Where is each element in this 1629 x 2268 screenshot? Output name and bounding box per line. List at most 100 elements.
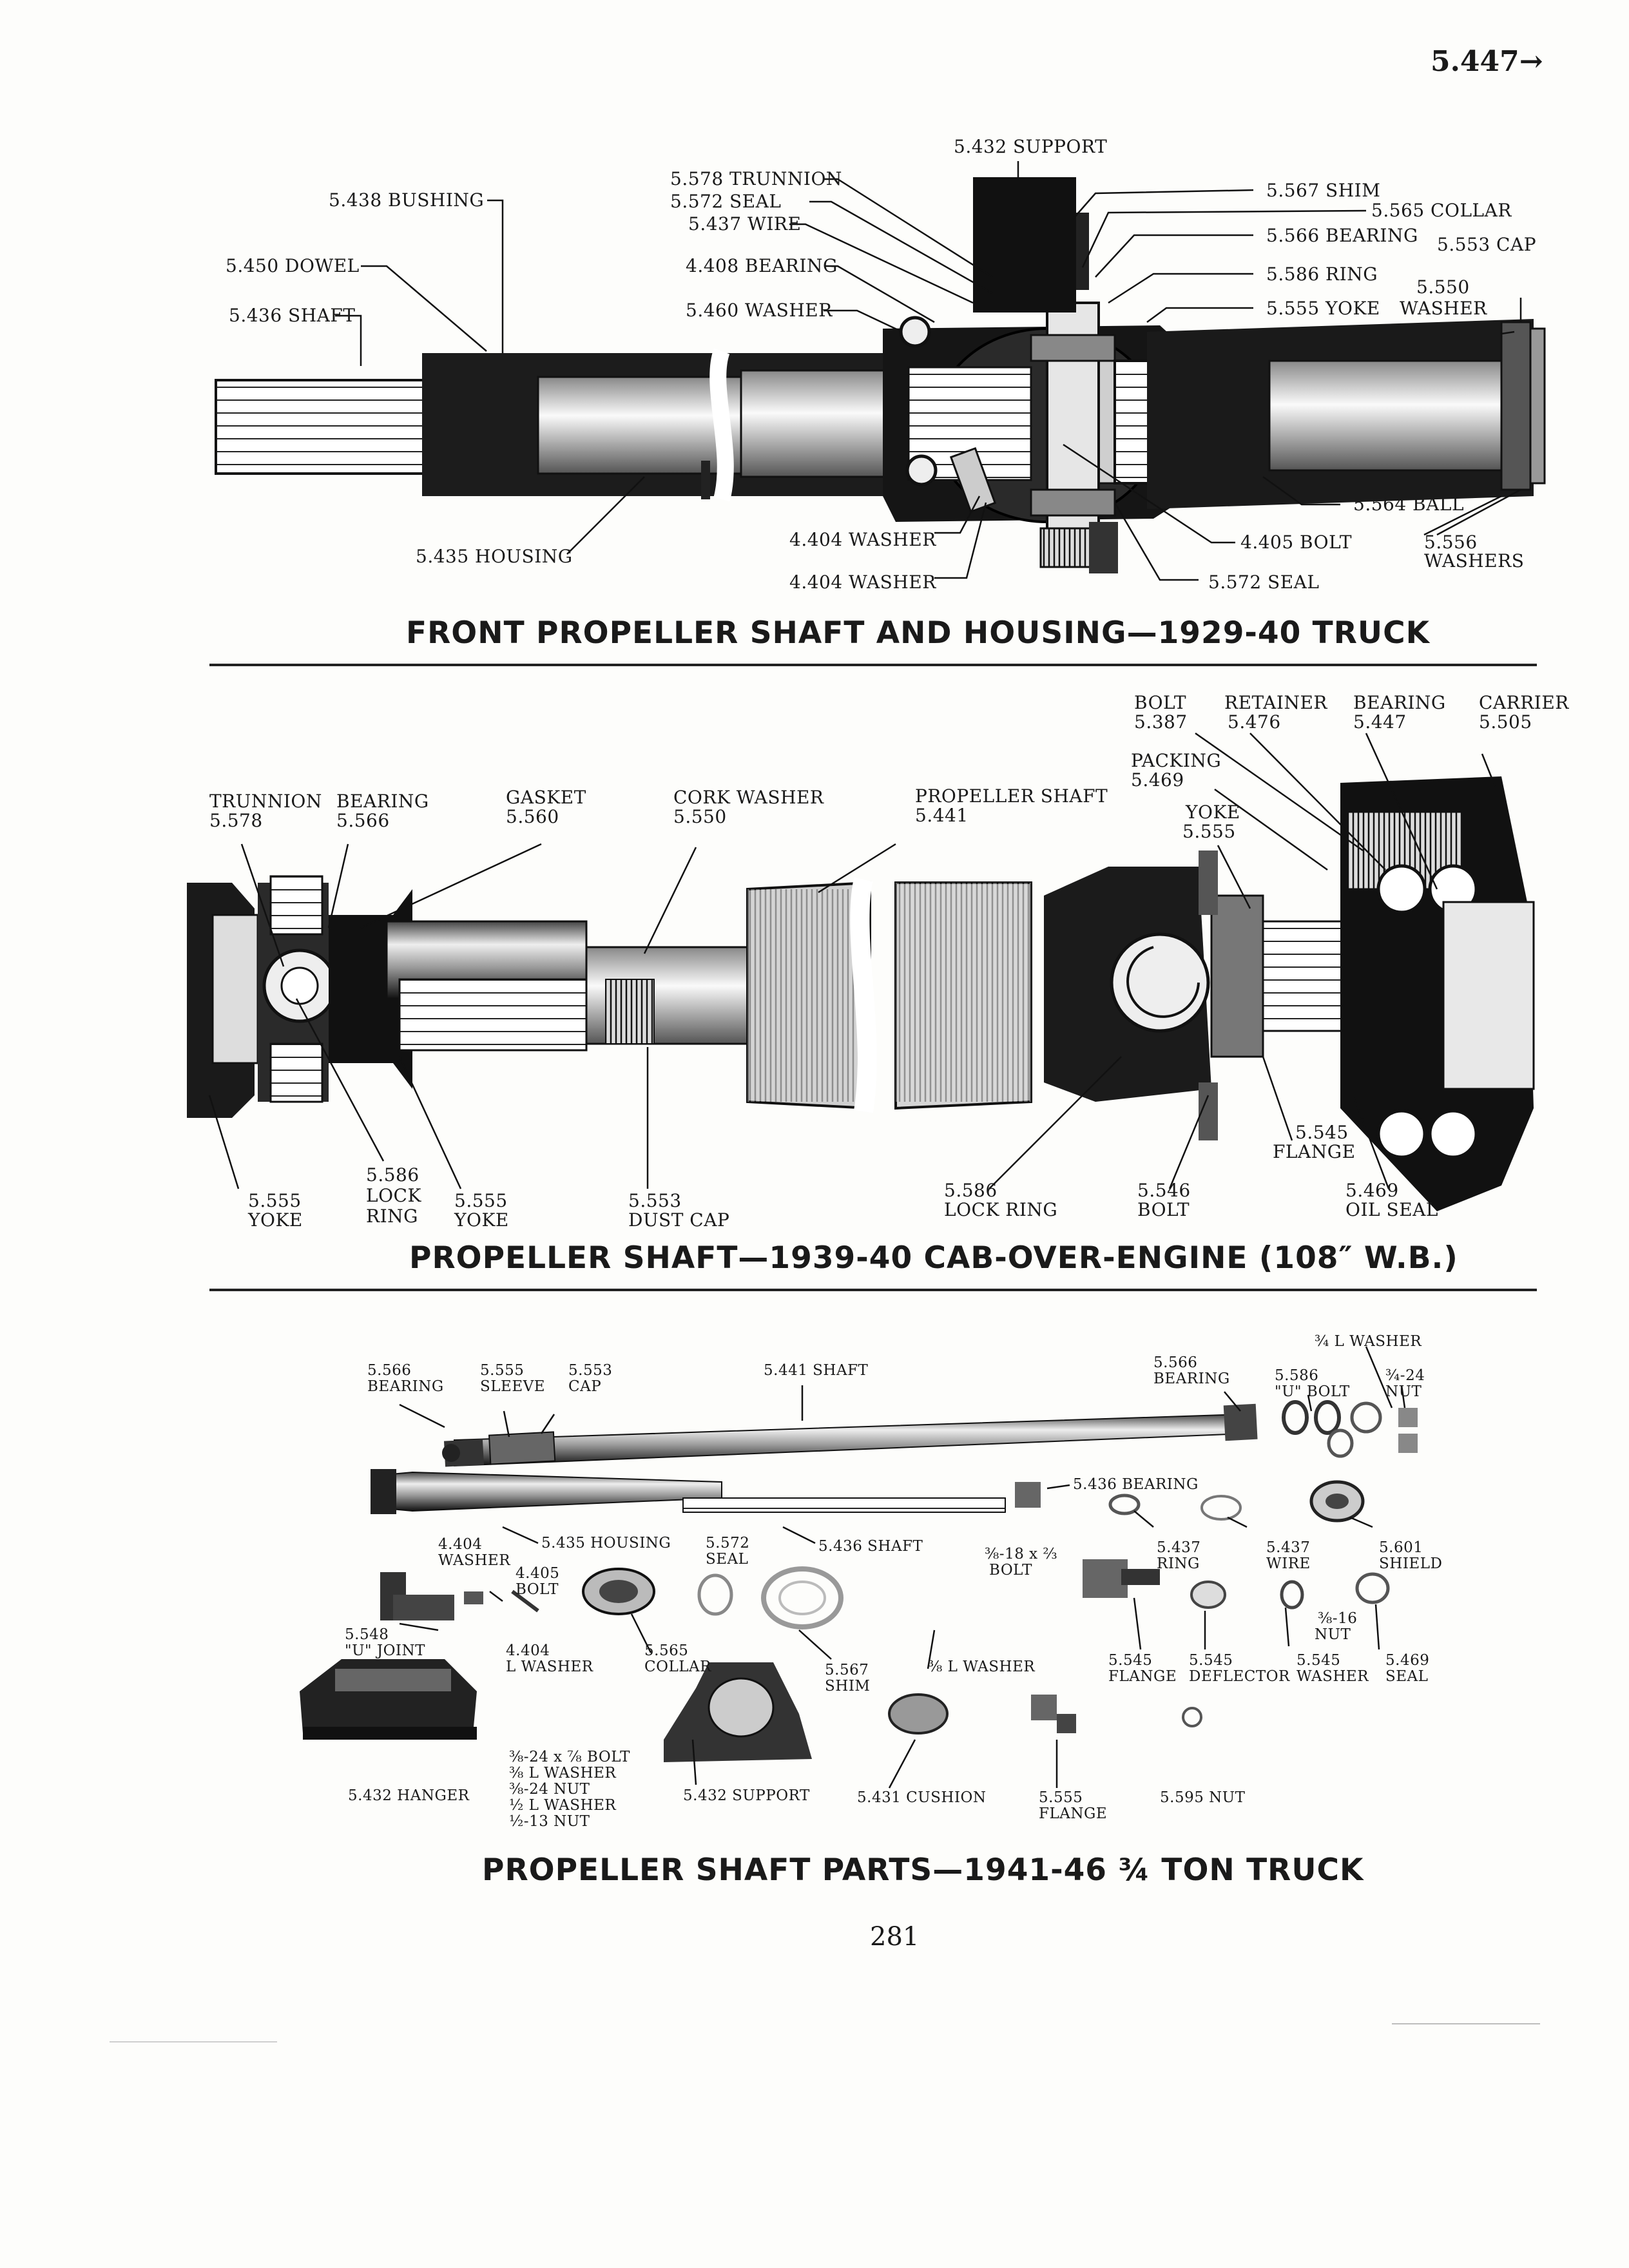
label-lockring-r-num: 5.586	[944, 1180, 998, 1201]
label-lockring-r-word: LOCK RING	[944, 1199, 1058, 1220]
label-washer545-num: 5.545	[1296, 1652, 1341, 1669]
label-yoke-m-word: YOKE	[454, 1209, 509, 1231]
label-prop-num: 5.441	[915, 805, 969, 826]
fig1-caption: FRONT PROPELLER SHAFT AND HOUSING—1929-4…	[406, 615, 1431, 651]
label-shield601-word: SHIELD	[1379, 1555, 1443, 1572]
label-lwasher404-num: 4.404	[506, 1642, 550, 1659]
label-washer-404b: 4.404 WASHER	[789, 572, 936, 593]
fig1-leaders	[335, 161, 1522, 581]
label-retainer-num: 5.476	[1228, 711, 1281, 733]
housing-435	[376, 1471, 722, 1512]
label-support-432: 5.432 SUPPORT	[954, 136, 1108, 157]
label-ujoint-word: "U" JOINT	[345, 1642, 425, 1659]
label-seal-572b: 5.572 SEAL	[1208, 572, 1320, 593]
label-hw4: ½ L WASHER	[509, 1797, 617, 1814]
label-bolt-word: BOLT	[1134, 692, 1187, 713]
label-flange555-num: 5.555	[1039, 1789, 1083, 1806]
label-seal572-word: SEAL	[706, 1551, 749, 1568]
label-bolt-word-3: BOLT	[989, 1562, 1032, 1579]
label-dust-num: 5.553	[628, 1190, 682, 1211]
label-carrier-num: 5.505	[1479, 711, 1532, 733]
label-hw2: ⅜ L WASHER	[509, 1765, 617, 1782]
shaft-441	[454, 1413, 1244, 1467]
label-flange-num: 5.545	[1295, 1122, 1349, 1143]
label-shaft-436: 5.436 SHAFT	[229, 305, 356, 326]
label-ring437-word: RING	[1157, 1555, 1200, 1572]
label-washer404-num: 4.404	[438, 1536, 483, 1553]
label-shield601-num: 5.601	[1379, 1539, 1423, 1556]
label-hw3: ⅜-24 NUT	[509, 1781, 590, 1798]
label-bearing-566: 5.566 BEARING	[1266, 225, 1418, 246]
label-bearing2-word: BEARING	[336, 791, 429, 812]
label-bearing566-word: BEARING	[367, 1378, 444, 1395]
label-oilseal-num: 5.469	[1345, 1180, 1399, 1201]
label-lockring-l-w2: RING	[366, 1206, 419, 1227]
label-yoke-l-word: YOKE	[248, 1209, 303, 1231]
shaft-436	[682, 1497, 1006, 1513]
label-bearing566b-word: BEARING	[1153, 1370, 1230, 1387]
fig3-caption: PROPELLER SHAFT PARTS—1941-46 ¾ TON TRUC…	[482, 1852, 1364, 1888]
label-trunnion-word: TRUNNION	[209, 791, 322, 812]
label-collar-word: COLLAR	[644, 1658, 711, 1675]
label-ring437-num: 5.437	[1157, 1539, 1201, 1556]
label-bearing436: 5.436 BEARING	[1073, 1476, 1199, 1493]
label-shim-num: 5.567	[825, 1662, 869, 1678]
label-shim-word: SHIM	[825, 1678, 871, 1695]
support-bracket	[973, 177, 1076, 312]
label-bolt-spec: ⅜-18 x ⅔	[985, 1546, 1058, 1562]
label-yoke-m-num: 5.555	[454, 1190, 508, 1211]
fig1-drawing	[215, 177, 1546, 573]
label-lockring-l-w1: LOCK	[366, 1185, 421, 1206]
label-bearing2-num: 5.566	[336, 810, 390, 831]
label-ubolt-word: "U" BOLT	[1275, 1383, 1350, 1400]
label-ujoint-num: 5.548	[345, 1626, 389, 1643]
label-cap-553: 5.553 CAP	[1437, 234, 1537, 255]
fig2-drawing	[187, 776, 1535, 1211]
label-housing435: 5.435 HOUSING	[541, 1535, 671, 1552]
label-bearing-num: 5.447	[1353, 711, 1407, 733]
label-seal469-num: 5.469	[1385, 1652, 1430, 1669]
label-deflector-word: DEFLECTOR	[1189, 1668, 1290, 1685]
label-shaft436: 5.436 SHAFT	[818, 1538, 923, 1555]
label-washers-556-num: 5.556	[1424, 532, 1478, 553]
label-trunnion-num: 5.578	[209, 810, 263, 831]
label-dust-word: DUST CAP	[628, 1209, 730, 1231]
label-lwasher-mid: ⅜ L WASHER	[928, 1658, 1036, 1675]
label-washer-550-num: 5.550	[1416, 276, 1470, 298]
fig2-caption: PROPELLER SHAFT—1939-40 CAB-OVER-ENGINE …	[409, 1240, 1458, 1276]
label-cork-num: 5.550	[673, 806, 727, 827]
label-bearing566b-num: 5.566	[1153, 1354, 1198, 1371]
label-bearing566-num: 5.566	[367, 1362, 412, 1379]
label-ubolt-num: 5.586	[1275, 1367, 1319, 1384]
label-collar-num: 5.565	[644, 1642, 689, 1659]
label-nut-top-num: ¾-24	[1385, 1367, 1425, 1384]
label-bolt405-num: 4.405	[516, 1565, 560, 1582]
label-bolt-405: 4.405 BOLT	[1240, 532, 1353, 553]
divider-2	[209, 1289, 1537, 1291]
label-seal-572: 5.572 SEAL	[670, 191, 782, 212]
label-nut16-num: ⅜-16	[1318, 1610, 1358, 1627]
page-number: 281	[870, 1922, 920, 1952]
label-seal572-num: 5.572	[706, 1535, 750, 1552]
scan-mark-left	[110, 2041, 277, 2042]
label-washer-550-word: WASHER	[1400, 298, 1487, 319]
fig3-drawing	[300, 1400, 1418, 1762]
label-bearing-word: BEARING	[1353, 692, 1446, 713]
label-cork-word: CORK WASHER	[673, 787, 824, 808]
label-prop-word: PROPELLER SHAFT	[915, 785, 1108, 807]
label-packing-num: 5.469	[1131, 769, 1184, 791]
divider-1	[209, 664, 1537, 666]
label-housing-435: 5.435 HOUSING	[416, 546, 573, 567]
label-wire437-num: 5.437	[1266, 1539, 1311, 1556]
label-cap-num: 5.553	[568, 1362, 613, 1379]
label-shaft441: 5.441 SHAFT	[764, 1362, 869, 1379]
label-yoke-l-num: 5.555	[248, 1190, 302, 1211]
label-gasket-num: 5.560	[506, 806, 559, 827]
label-flange545-num: 5.545	[1108, 1652, 1153, 1669]
label-lwasher-top: ¾ L WASHER	[1315, 1333, 1422, 1350]
label-ball-564: 5.564 BALL	[1353, 494, 1465, 515]
label-nut16-word: NUT	[1315, 1626, 1351, 1643]
label-yoke-num: 5.555	[1182, 821, 1236, 842]
label-collar-565: 5.565 COLLAR	[1371, 200, 1512, 221]
